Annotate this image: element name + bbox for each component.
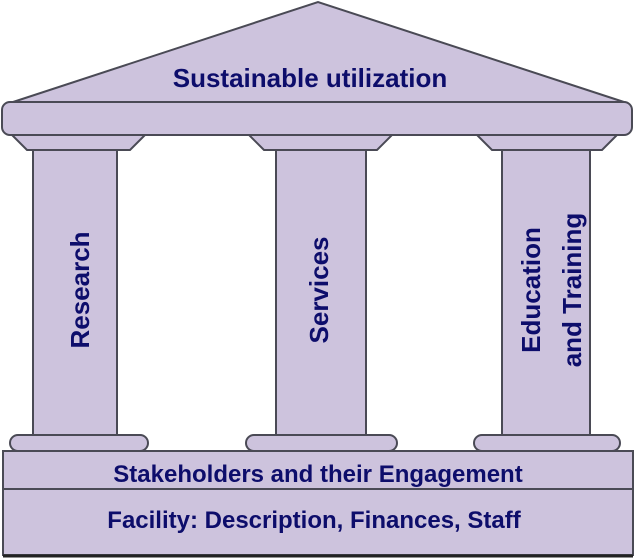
pillar-services	[275, 149, 367, 437]
entablature-beam	[1, 101, 633, 136]
foundation-stakeholders	[2, 450, 634, 490]
pillar-label-research: Research	[65, 231, 95, 348]
roof-label: Sustainable utilization	[173, 63, 447, 93]
capital-middle	[246, 134, 395, 151]
pillar-base-right	[473, 434, 621, 452]
foundation-stakeholders-label: Stakeholders and their Engagement	[113, 461, 522, 488]
pillar-label-education-line2: and Training	[557, 213, 587, 368]
foundation-facility-label: Facility: Description, Finances, Staff	[107, 507, 521, 534]
pillar-label-education-line1: Education	[516, 227, 546, 353]
capital-right	[474, 134, 620, 151]
capital-left	[9, 134, 148, 151]
pillar-base-middle	[245, 434, 398, 452]
pillar-label-services: Services	[304, 237, 334, 344]
pillar-research	[32, 149, 118, 437]
pillar-base-left	[9, 434, 149, 452]
pillar-education	[501, 149, 591, 437]
foundation-facility	[2, 488, 634, 556]
